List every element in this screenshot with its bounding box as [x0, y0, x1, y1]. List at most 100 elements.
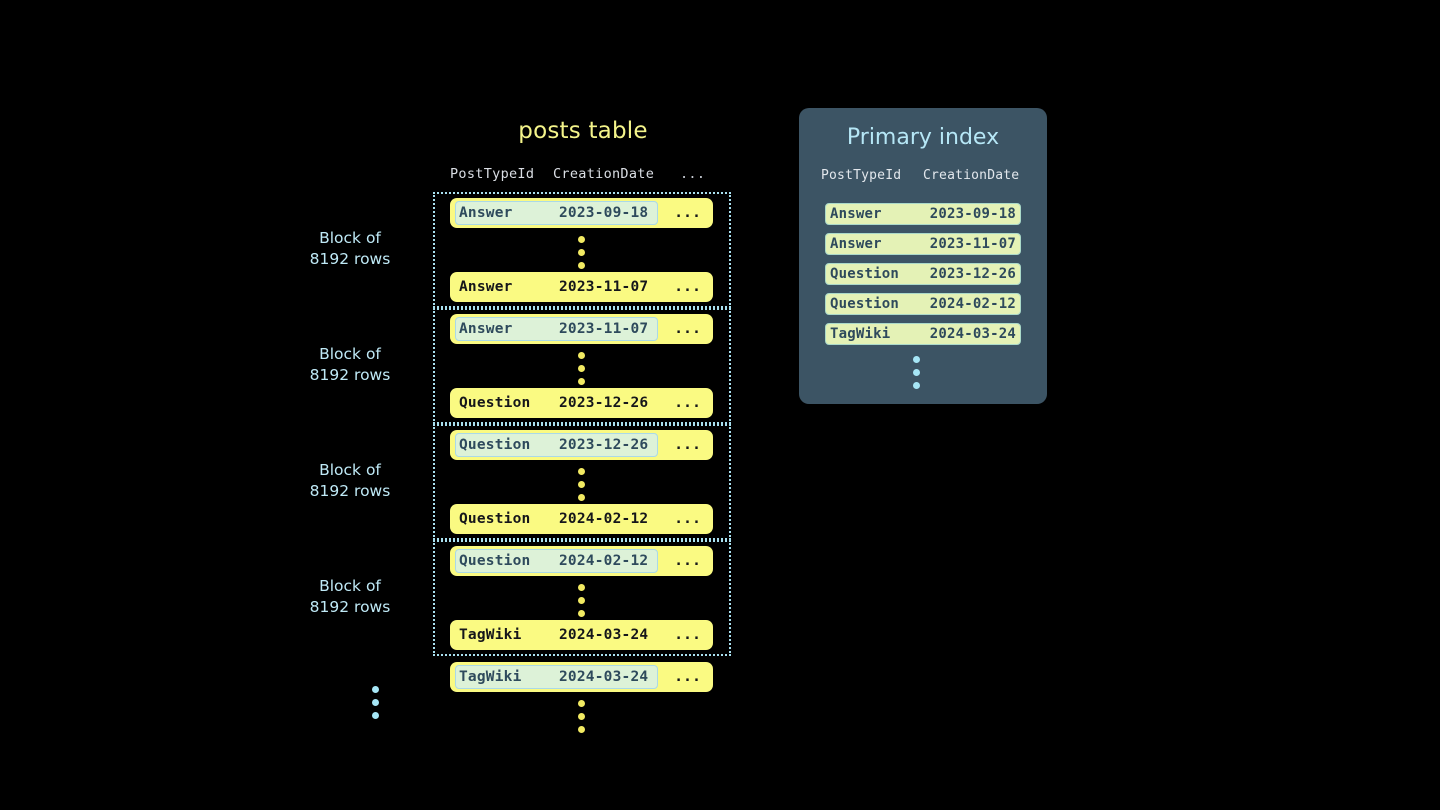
primary-index-panel: Primary index PostTypeId CreationDate An… [799, 108, 1047, 404]
dot [913, 382, 920, 389]
blocks-continuation-dots [372, 686, 379, 719]
block-2-label-line1: Block of [319, 345, 381, 363]
table-row[interactable]: TagWiki 2024-03-24 ... [450, 620, 713, 650]
index-row[interactable]: TagWiki 2024-03-24 [825, 323, 1021, 345]
cell-posttypeid: Question [459, 553, 531, 569]
block-2-label-line2: 8192 rows [309, 366, 391, 384]
column-header-ellipsis: ... [680, 166, 706, 182]
table-row-trailing[interactable]: TagWiki 2024-03-24 ... [450, 662, 713, 692]
cell-posttypeid: Question [459, 437, 531, 453]
row-cells: TagWiki 2024-03-24 [455, 665, 658, 689]
block-4-label-line1: Block of [319, 577, 381, 595]
cell-ellipsis: ... [674, 553, 701, 569]
cell-creationdate: 2023-12-26 [559, 395, 649, 411]
cell-posttypeid: Answer [459, 279, 513, 295]
dot [578, 584, 585, 591]
index-cell-posttypeid: Answer [830, 206, 882, 222]
row-continuation-dots [578, 584, 585, 617]
table-row[interactable]: Answer 2023-11-07 ... [450, 272, 713, 302]
table-row[interactable]: Question 2024-02-12 ... [450, 504, 713, 534]
row-cells: Answer 2023-11-07 [455, 275, 658, 299]
dot [578, 610, 585, 617]
index-cell-posttypeid: Question [830, 266, 900, 282]
dot [913, 356, 920, 363]
block-1 [433, 192, 731, 308]
cell-ellipsis: ... [674, 321, 701, 337]
table-row[interactable]: Question 2024-02-12 ... [450, 546, 713, 576]
cell-posttypeid: Answer [459, 321, 513, 337]
table-row[interactable]: Answer 2023-09-18 ... [450, 198, 713, 228]
row-cells: Question 2024-02-12 [455, 507, 658, 531]
cell-posttypeid: Answer [459, 205, 513, 221]
posts-table-group: posts table PostTypeId CreationDate ... … [310, 118, 750, 738]
table-row[interactable]: Question 2023-12-26 ... [450, 388, 713, 418]
cell-creationdate: 2023-11-07 [559, 279, 649, 295]
cell-ellipsis: ... [674, 627, 701, 643]
row-cells: TagWiki 2024-03-24 [455, 623, 658, 647]
column-header-posttypeid: PostTypeId [450, 166, 535, 182]
row-cells: Question 2024-02-12 [455, 549, 658, 573]
row-cells: Answer 2023-11-07 [455, 317, 658, 341]
dot [913, 369, 920, 376]
dot [578, 236, 585, 243]
cell-ellipsis: ... [674, 395, 701, 411]
primary-index-title: Primary index [846, 125, 1000, 150]
index-cell-posttypeid: Question [830, 296, 900, 312]
dot [578, 262, 585, 269]
block-2-label: Block of 8192 rows [275, 344, 425, 386]
index-cell-posttypeid: Answer [830, 236, 882, 252]
dot [578, 249, 585, 256]
index-row[interactable]: Question 2023-12-26 [825, 263, 1021, 285]
block-4-label: Block of 8192 rows [275, 576, 425, 618]
cell-creationdate: 2024-03-24 [559, 669, 649, 685]
block-1-label-line1: Block of [319, 229, 381, 247]
cell-ellipsis: ... [674, 511, 701, 527]
cell-posttypeid: TagWiki [459, 669, 522, 685]
block-3-label-line2: 8192 rows [309, 482, 391, 500]
dot [578, 726, 585, 733]
index-continuation-dots [913, 356, 920, 389]
dot [578, 365, 585, 372]
table-continuation-dots [578, 700, 585, 733]
posts-table-title: posts table [518, 118, 648, 144]
dot [372, 712, 379, 719]
index-row[interactable]: Question 2024-02-12 [825, 293, 1021, 315]
cell-creationdate: 2024-03-24 [559, 627, 649, 643]
dot [578, 352, 585, 359]
cell-creationdate: 2023-09-18 [559, 205, 649, 221]
block-3 [433, 424, 731, 540]
dot [578, 481, 585, 488]
dot [578, 494, 585, 501]
cell-ellipsis: ... [674, 669, 701, 685]
index-cell-creationdate: 2023-12-26 [929, 266, 1016, 282]
dot [578, 597, 585, 604]
index-cell-creationdate: 2024-03-24 [929, 326, 1016, 342]
index-cell-creationdate: 2023-11-07 [929, 236, 1016, 252]
block-4-label-line2: 8192 rows [309, 598, 391, 616]
dot [578, 713, 585, 720]
index-cell-creationdate: 2024-02-12 [929, 296, 1016, 312]
cell-creationdate: 2023-12-26 [559, 437, 649, 453]
index-column-header-creationdate: CreationDate [923, 168, 1020, 183]
index-row[interactable]: Answer 2023-11-07 [825, 233, 1021, 255]
row-continuation-dots [578, 236, 585, 269]
cell-posttypeid: TagWiki [459, 627, 522, 643]
dot [372, 686, 379, 693]
block-3-label: Block of 8192 rows [275, 460, 425, 502]
row-continuation-dots [578, 468, 585, 501]
dot [372, 699, 379, 706]
index-column-header-posttypeid: PostTypeId [821, 168, 902, 183]
cell-creationdate: 2024-02-12 [559, 511, 649, 527]
row-cells: Question 2023-12-26 [455, 391, 658, 415]
row-cells: Question 2023-12-26 [455, 433, 658, 457]
block-3-label-line1: Block of [319, 461, 381, 479]
table-row[interactable]: Answer 2023-11-07 ... [450, 314, 713, 344]
index-cell-posttypeid: TagWiki [830, 326, 891, 342]
index-row[interactable]: Answer 2023-09-18 [825, 203, 1021, 225]
index-cell-creationdate: 2023-09-18 [929, 206, 1016, 222]
block-1-label-line2: 8192 rows [309, 250, 391, 268]
cell-ellipsis: ... [674, 437, 701, 453]
table-row[interactable]: Question 2023-12-26 ... [450, 430, 713, 460]
block-2 [433, 308, 731, 424]
